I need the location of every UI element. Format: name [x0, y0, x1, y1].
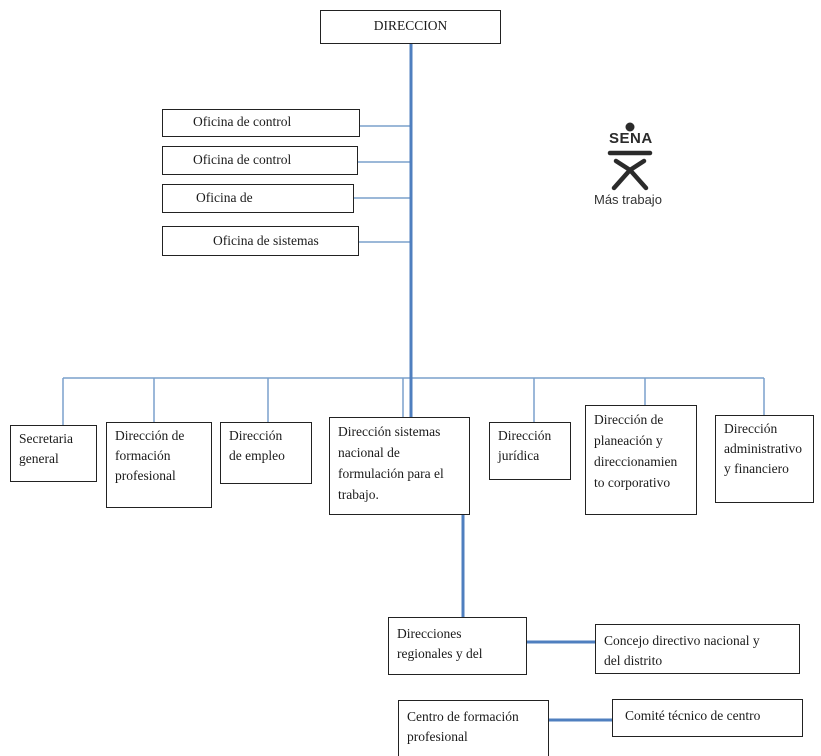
logo-tagline: Más trabajo: [594, 192, 662, 207]
council-box: Concejo directivo nacional y del distrit…: [595, 624, 800, 674]
department-box: Dirección administrativo y financiero: [715, 415, 814, 503]
department-box: Secretaria general: [10, 425, 97, 482]
office-box: Oficina de control: [162, 146, 358, 175]
sena-logo: SENA Más trabajo: [592, 122, 692, 222]
sena-figure-icon: [607, 122, 653, 191]
center-box: Centro de formación profesional: [398, 700, 549, 756]
office-box: Oficina de sistemas: [162, 226, 359, 256]
committee-box: Comité técnico de centro: [612, 699, 803, 737]
office-box: Oficina de control: [162, 109, 360, 137]
department-box: Dirección de planeación y direccionamien…: [585, 405, 697, 515]
department-box: Dirección sistemas nacional de formulaci…: [329, 417, 470, 515]
department-box: Dirección jurídica: [489, 422, 571, 480]
direccion-box: DIRECCION: [320, 10, 501, 44]
office-box: Oficina de: [162, 184, 354, 213]
department-box: Dirección de empleo: [220, 422, 312, 484]
department-box: Dirección de formación profesional: [106, 422, 212, 508]
regional-box: Direcciones regionales y del: [388, 617, 527, 675]
logo-wordmark: SENA: [609, 130, 653, 147]
